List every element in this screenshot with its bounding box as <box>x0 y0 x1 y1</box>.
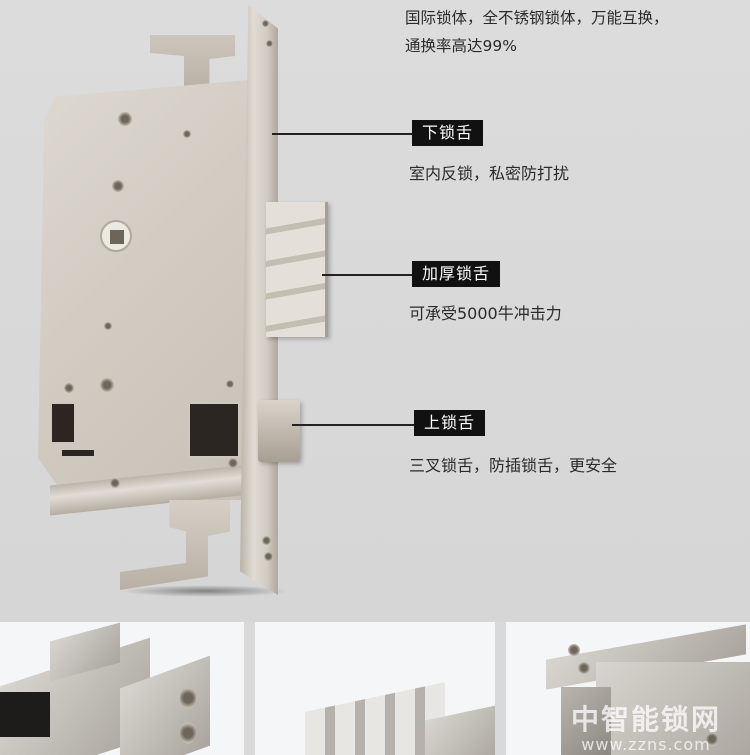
bottom-hook <box>120 500 230 590</box>
intro-line-2: 通换率高达99% <box>405 37 517 55</box>
mortise-lock-image <box>0 0 340 600</box>
hook-closeup <box>561 687 611 755</box>
callout-desc-upper-bolt: 三叉锁舌，防插锁舌，更安全 <box>409 456 618 475</box>
intro-line-1: 国际锁体，全不锈钢锁体，万能互换， <box>405 9 669 27</box>
thumbnail-faceplate-closeup <box>506 622 750 755</box>
faceplate-hole <box>180 722 196 744</box>
cylinder-cutout <box>50 402 76 444</box>
lock-case-closeup <box>596 662 750 755</box>
thickened-deadbolt <box>266 202 328 337</box>
case-hole <box>706 732 718 746</box>
plate-hole <box>568 644 580 656</box>
callout-tag-thick-bolt: 加厚锁舌 <box>412 261 501 287</box>
callout-line-upper-bolt <box>292 424 414 426</box>
screw-hole <box>100 378 114 392</box>
callout-desc-lower-bolt: 室内反锁，私密防打扰 <box>409 164 570 183</box>
screw-hole <box>226 380 234 388</box>
faceplate-hole <box>262 20 269 27</box>
screw-hole <box>183 130 191 138</box>
deadbolt-closeup <box>305 682 445 755</box>
faceplate-hole <box>180 687 196 709</box>
watermark-cn: 中智能锁网 <box>570 703 721 736</box>
screw-hole <box>228 458 238 468</box>
lock-shadow <box>120 585 290 597</box>
watermark: 中智能锁网 www.zzns.com <box>566 703 726 754</box>
thumbnail-deadbolt-closeup <box>255 622 495 755</box>
callout-line-thick-bolt <box>322 274 412 276</box>
screw-hole <box>110 478 120 488</box>
screw-hole <box>64 383 74 393</box>
callout-desc-thick-bolt: 可承受5000牛冲击力 <box>409 304 562 323</box>
callout-line-lower-bolt <box>272 133 412 135</box>
callout-tag-upper-bolt: 上锁舌 <box>414 410 486 436</box>
screw-hole <box>118 112 132 126</box>
screw-hole <box>104 322 112 330</box>
intro-text: 国际锁体，全不锈钢锁体，万能互换， 通换率高达99% <box>405 4 750 60</box>
thumbnail-latch-closeup <box>0 622 244 755</box>
spindle-hole <box>100 220 132 252</box>
callout-tag-lower-bolt: 下锁舌 <box>412 120 484 146</box>
screw-hole <box>112 180 124 192</box>
watermark-url: www.zzns.com <box>581 734 711 754</box>
faceplate-hole <box>262 536 271 545</box>
plate-hole <box>578 662 590 674</box>
slot-cutout <box>60 448 96 458</box>
cutout-closeup <box>0 692 50 737</box>
latch-cutout <box>188 402 240 458</box>
faceplate-hole <box>266 40 273 47</box>
hero-section: 国际锁体，全不锈钢锁体，万能互换， 通换率高达99% 下锁舌 室内反锁，私密防打… <box>0 0 750 622</box>
faceplate-hole <box>264 552 273 561</box>
latch-bolt <box>258 400 300 462</box>
